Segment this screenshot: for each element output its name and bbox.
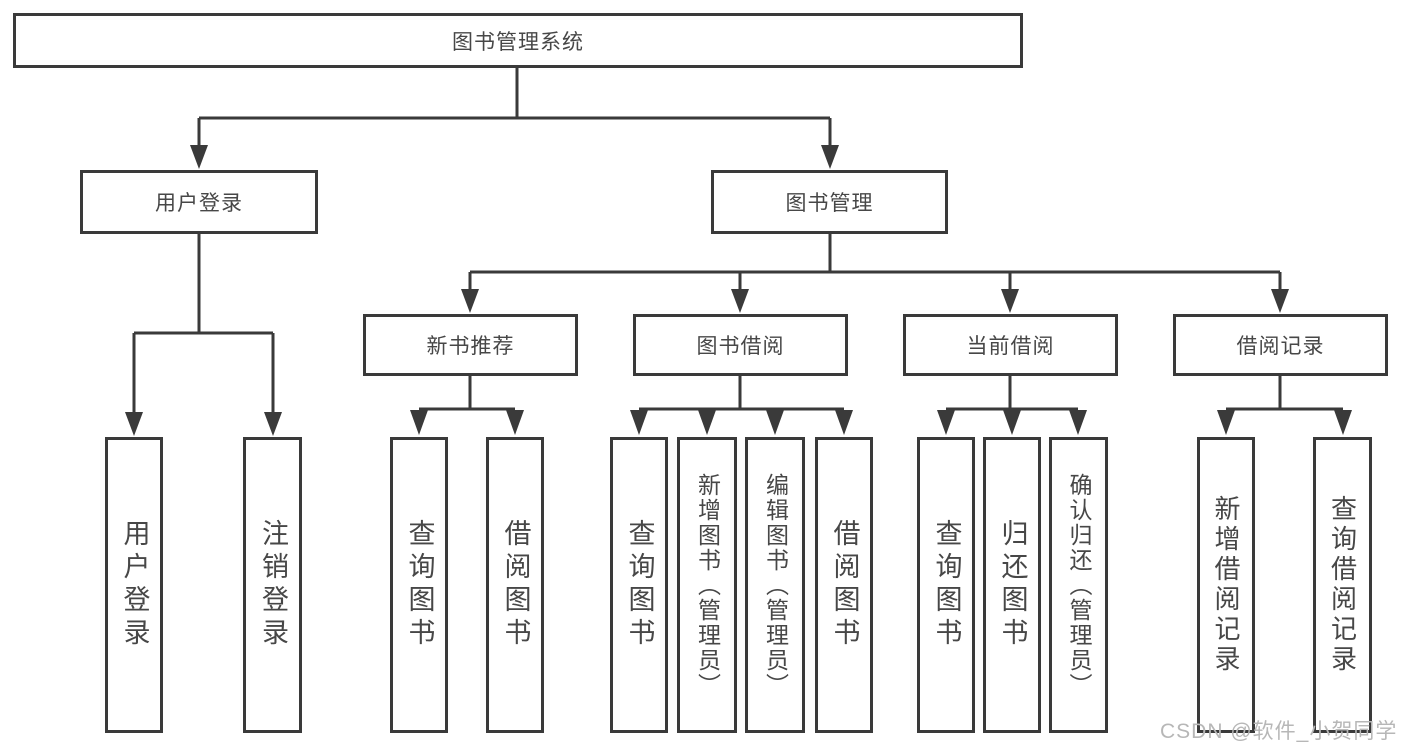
node-user-login: 用户登录 <box>80 170 318 234</box>
leaf-return-books: 归还图书 <box>983 437 1041 733</box>
leaf-search-books-borrow: 查询图书 <box>610 437 668 733</box>
node-borrow-records: 借阅记录 <box>1173 314 1388 376</box>
node-current-borrow: 当前借阅 <box>903 314 1118 376</box>
leaf-user-login: 用户登录 <box>105 437 163 733</box>
node-system-root: 图书管理系统 <box>13 13 1023 68</box>
csdn-watermark: CSDN @软件_小贺同学 <box>1160 720 1398 743</box>
node-book-management: 图书管理 <box>711 170 948 234</box>
node-new-book-recommend: 新书推荐 <box>363 314 578 376</box>
leaf-confirm-return-admin: 确认归还（管理员） <box>1049 437 1108 733</box>
leaf-logout: 注销登录 <box>243 437 302 733</box>
leaf-add-book-admin: 新增图书（管理员） <box>677 437 737 733</box>
leaf-add-borrow-record: 新增借阅记录 <box>1197 437 1255 733</box>
leaf-borrow-books-recommend: 借阅图书 <box>486 437 544 733</box>
leaf-borrow-books-borrow: 借阅图书 <box>815 437 873 733</box>
leaf-search-books-recommend: 查询图书 <box>390 437 448 733</box>
node-book-borrow: 图书借阅 <box>633 314 848 376</box>
leaf-search-books-current: 查询图书 <box>917 437 975 733</box>
leaf-query-borrow-record: 查询借阅记录 <box>1313 437 1372 733</box>
leaf-edit-book-admin: 编辑图书（管理员） <box>745 437 805 733</box>
